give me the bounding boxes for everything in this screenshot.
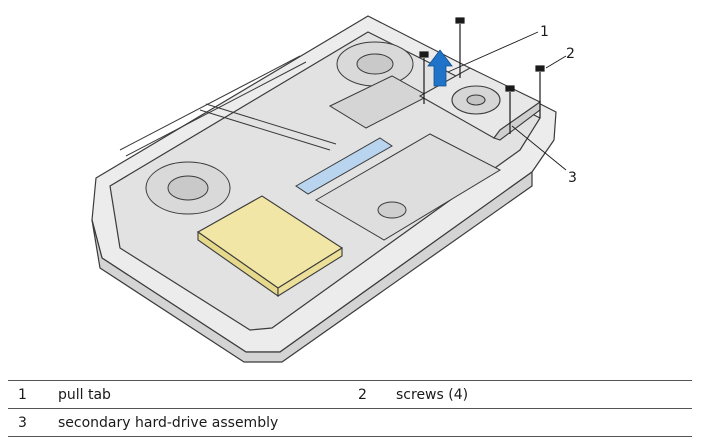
- legend-number: 3: [18, 414, 27, 431]
- legend-number: 2: [358, 386, 367, 403]
- callout-3: 3: [568, 170, 577, 186]
- screw-1: [455, 17, 465, 78]
- primary-hard-drive: [196, 195, 344, 298]
- blue-connector: [295, 137, 393, 195]
- callout-leaders: [447, 31, 567, 171]
- legend-description: secondary hard-drive assembly: [58, 414, 279, 431]
- battery-bay: [315, 133, 502, 241]
- fan-left: [145, 161, 231, 215]
- legend-description: screws (4): [396, 386, 469, 403]
- legend-row: 3 secondary hard-drive assembly: [8, 408, 692, 437]
- callout-2: 2: [566, 46, 575, 62]
- heat-pipes: [119, 55, 337, 157]
- pull-tab-arrow: [427, 49, 453, 87]
- legend-description: [396, 409, 692, 437]
- legend-table: 1 pull tab 2 screws (4) 3 secondary hard…: [8, 380, 692, 437]
- screw-3: [505, 85, 515, 134]
- legend-number: 1: [18, 386, 27, 403]
- legend-description: pull tab: [58, 386, 111, 403]
- fan-top: [336, 41, 414, 87]
- screw-4: [535, 65, 545, 118]
- screws: [419, 17, 545, 134]
- screw-2: [419, 51, 429, 104]
- laptop-base-illustration: 1 2 3: [91, 15, 577, 363]
- callout-1: 1: [540, 24, 549, 40]
- legend-number: [358, 409, 396, 437]
- legend-row: 1 pull tab 2 screws (4): [8, 380, 692, 409]
